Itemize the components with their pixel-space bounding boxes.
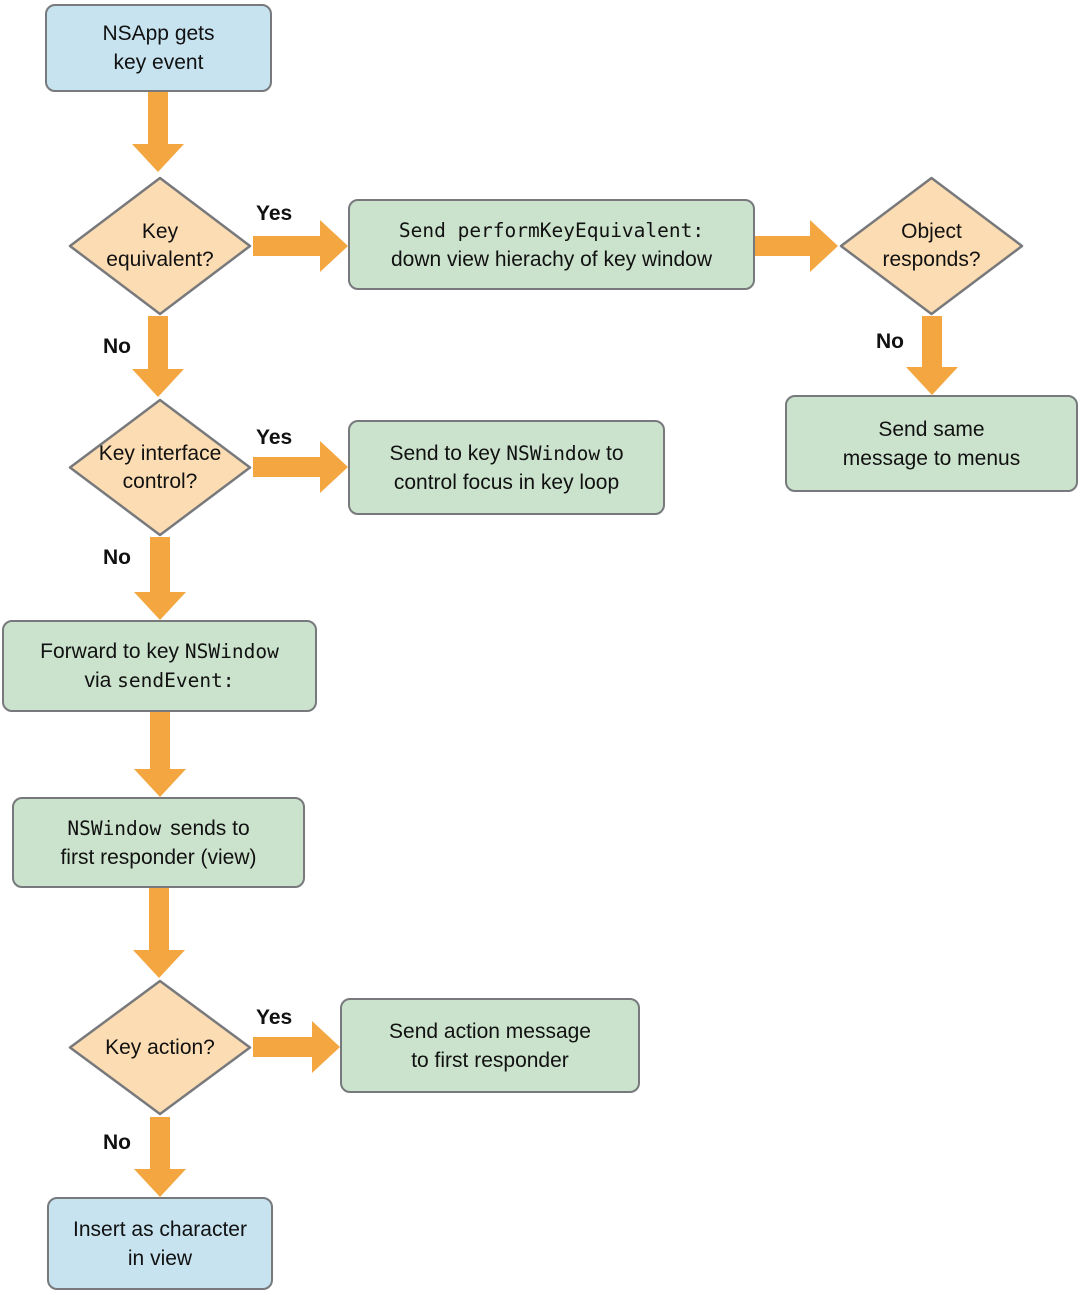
edge-label-no-key-equivalent: No bbox=[103, 335, 131, 358]
node-label-part: Send to key bbox=[389, 441, 507, 465]
node-label-line: Send action message bbox=[389, 1019, 591, 1043]
arrow-perform-to-object-responds-head bbox=[810, 220, 838, 272]
diamond-shape bbox=[68, 979, 252, 1116]
decision-label-line: control? bbox=[122, 469, 198, 493]
arrow-window-sends-to-key-action-shaft bbox=[149, 888, 169, 952]
node-label-code: NSWindow bbox=[184, 640, 279, 663]
decision-key-equivalent: Key equivalent? bbox=[67, 175, 253, 317]
node-label-code: sendEvent: bbox=[117, 669, 235, 692]
arrow-window-sends-to-key-action-head bbox=[133, 950, 185, 978]
arrow-key-interface-no-head bbox=[134, 592, 186, 620]
arrow-forward-to-window-sends-head bbox=[134, 769, 186, 797]
edge-label-yes-key-interface: Yes bbox=[256, 426, 293, 449]
arrow-key-equivalent-no-head bbox=[132, 369, 184, 397]
edge-label-yes-key-equivalent: Yes bbox=[256, 202, 293, 225]
arrow-key-action-yes-head bbox=[312, 1021, 340, 1073]
node-label-line: first responder (view) bbox=[60, 845, 257, 869]
decision-label-line: Key action? bbox=[105, 1035, 215, 1059]
decision-label-line: responds? bbox=[882, 248, 981, 271]
decision-object-responds: Object responds? bbox=[838, 175, 1025, 317]
node-label-code: NSWindow bbox=[506, 441, 601, 465]
node-label-part: Forward to key bbox=[40, 640, 185, 663]
node-label-line: down view hierachy of key window bbox=[391, 247, 712, 271]
node-send-performkeyequivalent: Send performKeyEquivalent: down view hie… bbox=[348, 199, 755, 290]
node-label-code: NSWindow bbox=[67, 816, 162, 840]
arrow-perform-to-object-responds-shaft bbox=[755, 236, 811, 256]
node-label-line: to first responder bbox=[411, 1048, 569, 1072]
arrow-key-action-no-shaft bbox=[150, 1117, 170, 1171]
decision-label-line: Object bbox=[901, 220, 962, 243]
diamond-shape bbox=[68, 176, 252, 316]
arrow-key-equivalent-no-shaft bbox=[148, 316, 168, 371]
node-send-same-message-to-menus: Send same message to menus bbox=[785, 395, 1078, 492]
edge-label-no-key-action: No bbox=[103, 1131, 131, 1154]
node-forward-to-key-nswindow: Forward to key NSWindow via sendEvent: bbox=[2, 620, 317, 712]
node-nsapp-gets-key-event: NSApp gets key event bbox=[45, 4, 272, 92]
node-send-to-key-nswindow: Send to key NSWindow to control focus in… bbox=[348, 420, 665, 515]
diamond-shape bbox=[68, 398, 252, 537]
arrow-key-action-yes-shaft bbox=[253, 1037, 313, 1057]
node-label-line: NSApp gets bbox=[102, 22, 215, 45]
decision-label-line: Key interface bbox=[98, 441, 222, 465]
decision-label-line: Key bbox=[141, 220, 179, 243]
node-nswindow-sends-to-first-responder: NSWindow sends to first responder (view) bbox=[12, 797, 305, 888]
node-label-line: in view bbox=[127, 1246, 193, 1270]
decision-label-line: equivalent? bbox=[106, 248, 214, 271]
node-insert-as-character: Insert as character in view bbox=[47, 1197, 273, 1290]
node-send-action-message: Send action message to first responder bbox=[340, 998, 640, 1093]
node-label-part: sends to bbox=[170, 816, 250, 840]
arrow-forward-to-window-sends-shaft bbox=[150, 712, 170, 771]
node-label-line: Send same bbox=[878, 417, 985, 441]
arrow-key-equivalent-yes-shaft bbox=[253, 236, 321, 256]
arrow-key-interface-yes-shaft bbox=[253, 457, 321, 477]
arrow-object-responds-no-shaft bbox=[922, 316, 942, 369]
arrow-key-action-no-head bbox=[134, 1169, 186, 1197]
arrow-start-to-key-equivalent-shaft bbox=[148, 92, 168, 146]
decision-key-action: Key action? bbox=[67, 978, 253, 1117]
edge-label-no-key-interface: No bbox=[103, 546, 131, 569]
arrow-key-interface-no-shaft bbox=[150, 537, 170, 594]
node-label-line: Insert as character bbox=[73, 1217, 247, 1241]
decision-key-interface-control: Key interface control? bbox=[67, 397, 253, 538]
edge-label-no-object-responds: No bbox=[876, 330, 904, 353]
node-label-line: key event bbox=[113, 51, 204, 74]
arrow-start-to-key-equivalent-head bbox=[132, 144, 184, 172]
edge-label-yes-key-action: Yes bbox=[256, 1006, 293, 1029]
arrow-key-equivalent-yes-head bbox=[320, 220, 348, 272]
node-label-line: control focus in key loop bbox=[393, 470, 620, 494]
arrow-key-interface-yes-head bbox=[320, 441, 348, 493]
node-label-part: via bbox=[84, 669, 118, 692]
node-label-line: message to menus bbox=[842, 446, 1021, 470]
node-label-part: to bbox=[600, 441, 624, 465]
node-label-code: Send performKeyEquivalent: bbox=[398, 218, 705, 242]
arrow-object-responds-no-head bbox=[906, 367, 958, 395]
diamond-shape bbox=[839, 176, 1024, 316]
